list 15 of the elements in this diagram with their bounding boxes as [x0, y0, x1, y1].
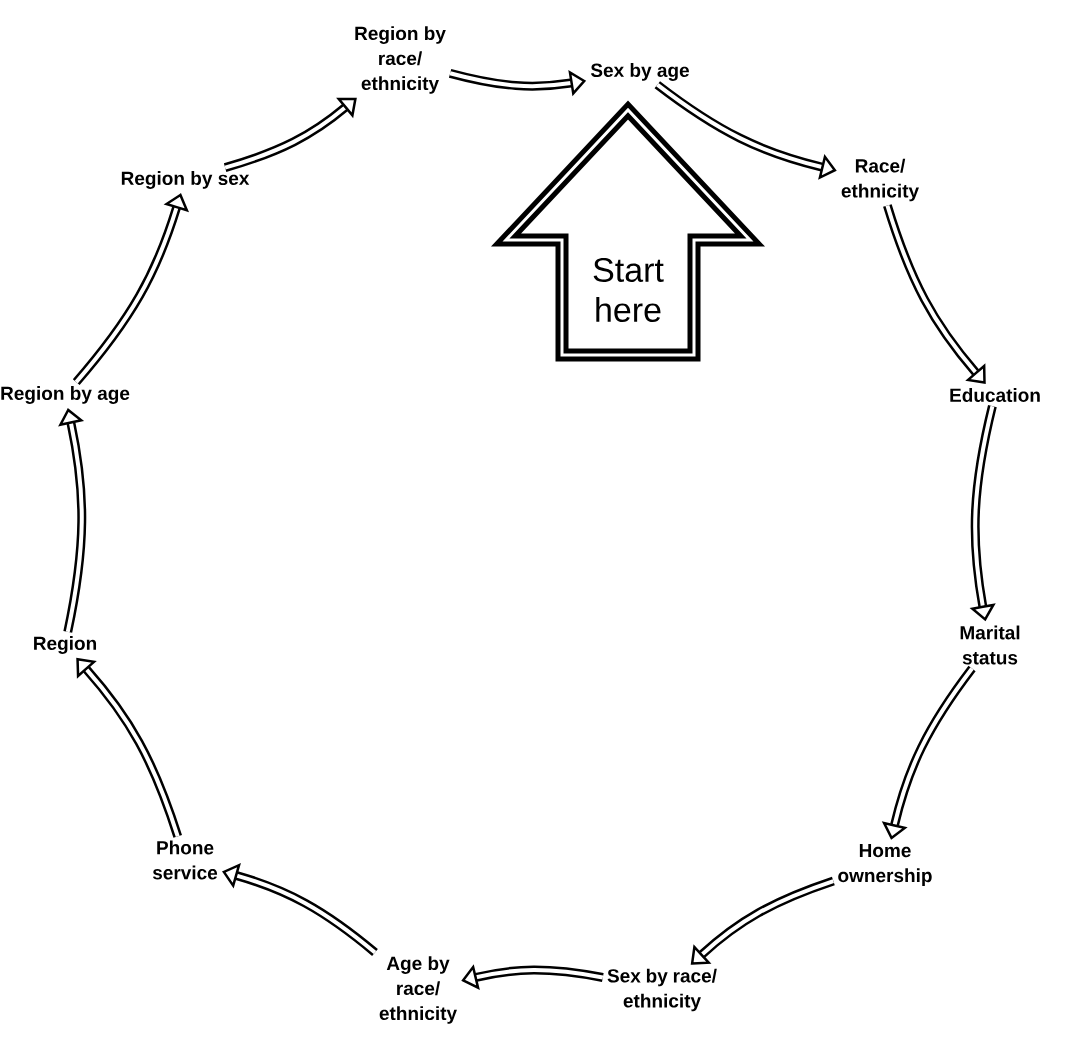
step-label: Home ownership — [838, 844, 932, 886]
step-label: Age by race/ ethnicity — [379, 956, 457, 1024]
arrow — [58, 408, 87, 633]
step-label: Region by race/ ethnicity — [355, 26, 446, 94]
step-label: Sex by race/ ethnicity — [607, 968, 717, 1012]
step-label: Phone service — [152, 840, 218, 880]
step-label: Region — [34, 636, 97, 654]
arrow — [690, 876, 835, 965]
step-label: Marital status — [960, 625, 1020, 665]
step-label: Region by sex — [121, 171, 250, 189]
step-label: Sex by age — [590, 63, 689, 81]
step-label: Race/ ethnicity — [841, 158, 919, 202]
arrow — [223, 97, 357, 172]
step-label: Region by age — [1, 386, 130, 404]
step-label: Education — [950, 388, 1040, 402]
